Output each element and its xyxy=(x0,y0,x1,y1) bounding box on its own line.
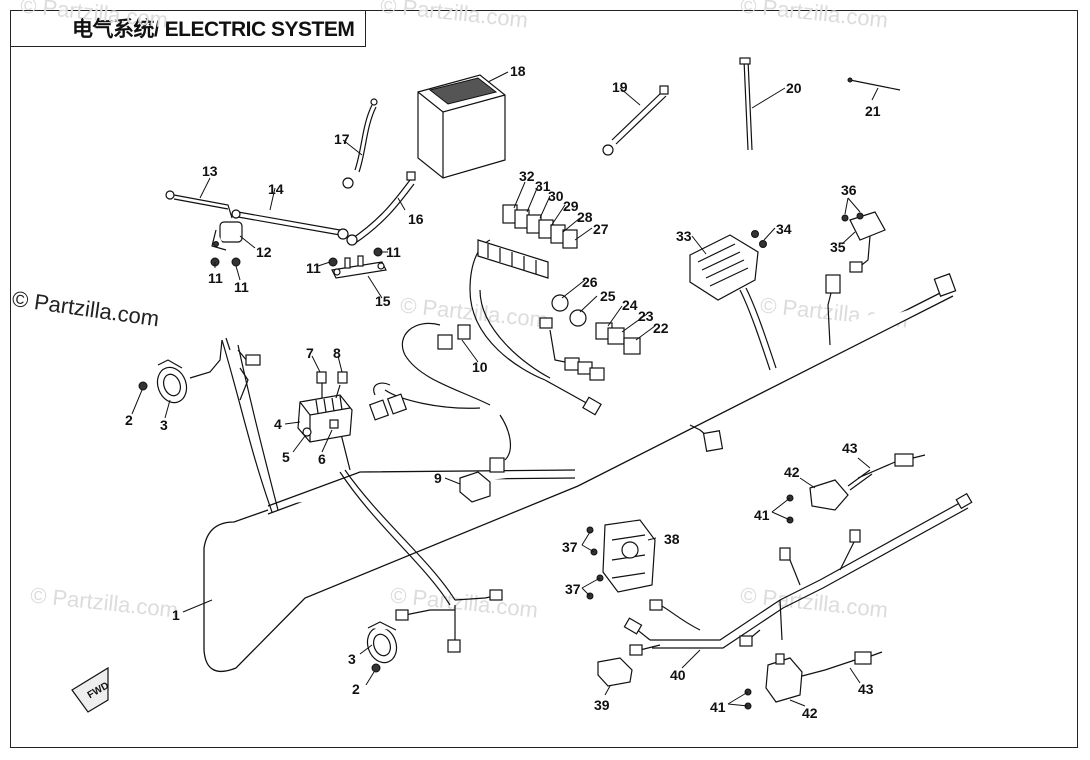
callout-40: 40 xyxy=(670,667,686,683)
callout-41: 41 xyxy=(754,507,770,523)
speed-sensor-lower xyxy=(765,653,826,703)
callout-22: 22 xyxy=(653,320,669,336)
callout-17: 17 xyxy=(334,131,350,147)
callout-42: 42 xyxy=(784,464,800,480)
relay-bank xyxy=(477,204,578,279)
callout-6: 6 xyxy=(318,451,326,467)
callout-11: 11 xyxy=(208,270,223,286)
callout-3: 3 xyxy=(160,417,168,433)
callout-34: 34 xyxy=(776,221,792,237)
callout-9: 9 xyxy=(434,470,442,486)
diagram-title: 电气系统/ ELECTRIC SYSTEM xyxy=(10,10,366,47)
callout-4: 4 xyxy=(274,416,282,432)
nut-icon xyxy=(138,381,148,391)
leader-lines xyxy=(131,71,879,707)
bolt-icon xyxy=(759,240,767,248)
callout-3: 3 xyxy=(348,651,356,667)
battery xyxy=(417,74,506,179)
diagram-frame xyxy=(10,10,1078,748)
callout-labels: 1 2 2 3 3 4 5 6 7 8 9 10 11 11 11 11 12 … xyxy=(125,63,881,721)
callout-28: 28 xyxy=(577,209,593,225)
callout-21: 21 xyxy=(865,103,881,119)
connector-pair xyxy=(368,324,471,421)
battery-cable-13 xyxy=(165,190,233,219)
callout-18: 18 xyxy=(510,63,526,79)
bolt-icon xyxy=(841,214,849,222)
callout-20: 20 xyxy=(786,80,802,96)
callout-26: 26 xyxy=(582,274,598,290)
horn-lower xyxy=(366,621,398,664)
callout-24: 24 xyxy=(622,297,638,313)
voltage-regulator xyxy=(689,234,759,301)
callout-14: 14 xyxy=(268,181,284,197)
callout-41: 41 xyxy=(710,699,726,715)
bolt-icon xyxy=(751,230,759,238)
callout-37: 37 xyxy=(565,581,581,597)
callout-30: 30 xyxy=(548,188,564,204)
callout-1: 1 xyxy=(172,607,180,623)
callout-2: 2 xyxy=(352,681,360,697)
callout-43: 43 xyxy=(858,681,874,697)
callout-42: 42 xyxy=(802,705,818,721)
callout-32: 32 xyxy=(519,168,535,184)
flasher-relay xyxy=(459,457,505,503)
callout-16: 16 xyxy=(408,211,424,227)
speed-sensor-upper xyxy=(809,469,873,511)
terminal-block xyxy=(331,255,387,279)
callout-27: 27 xyxy=(593,221,609,237)
callout-31: 31 xyxy=(535,178,551,194)
callout-29: 29 xyxy=(563,198,579,214)
cable-tie xyxy=(739,57,753,151)
ecu-module xyxy=(602,519,656,593)
nut-icon xyxy=(231,257,241,267)
callout-25: 25 xyxy=(600,288,616,304)
starter-relay xyxy=(211,221,243,251)
callout-11: 11 xyxy=(306,260,321,276)
nut-icon xyxy=(328,257,338,267)
connector-cap xyxy=(597,657,633,687)
callout-10: 10 xyxy=(472,359,488,375)
fuse-box xyxy=(297,371,353,443)
secondary-wiring-harness xyxy=(623,492,973,656)
callout-38: 38 xyxy=(664,531,680,547)
battery-cable-14 xyxy=(231,209,349,240)
sensor-lead-lower xyxy=(824,651,883,671)
battery-cable-19 xyxy=(602,85,669,156)
fwd-arrow-icon: FWD xyxy=(71,666,111,713)
wire-clip xyxy=(847,77,901,91)
callout-37: 37 xyxy=(562,539,578,555)
battery-cable-17 xyxy=(342,98,378,189)
bolt-icon xyxy=(586,526,594,534)
callout-35: 35 xyxy=(830,239,846,255)
callout-2: 2 xyxy=(125,412,133,428)
callout-19: 19 xyxy=(612,79,628,95)
callout-13: 13 xyxy=(202,163,218,179)
callout-43: 43 xyxy=(842,440,858,456)
callout-15: 15 xyxy=(375,293,391,309)
tilt-sensor xyxy=(849,211,886,273)
nut-icon xyxy=(371,663,381,673)
callout-39: 39 xyxy=(594,697,610,713)
callout-5: 5 xyxy=(282,449,290,465)
sensor-lead-upper xyxy=(857,453,926,479)
callout-23: 23 xyxy=(638,308,654,324)
callout-11: 11 xyxy=(234,279,249,295)
connector-group xyxy=(539,294,641,381)
callout-11: 11 xyxy=(386,244,401,260)
ground-cable-16 xyxy=(346,171,416,246)
main-wiring-harness xyxy=(189,239,957,673)
callout-7: 7 xyxy=(306,345,314,361)
callout-12: 12 xyxy=(256,244,272,260)
callout-8: 8 xyxy=(333,345,341,361)
horn-upper xyxy=(156,359,188,404)
callout-36: 36 xyxy=(841,182,857,198)
bolt-icon xyxy=(856,212,864,220)
callout-33: 33 xyxy=(676,228,692,244)
